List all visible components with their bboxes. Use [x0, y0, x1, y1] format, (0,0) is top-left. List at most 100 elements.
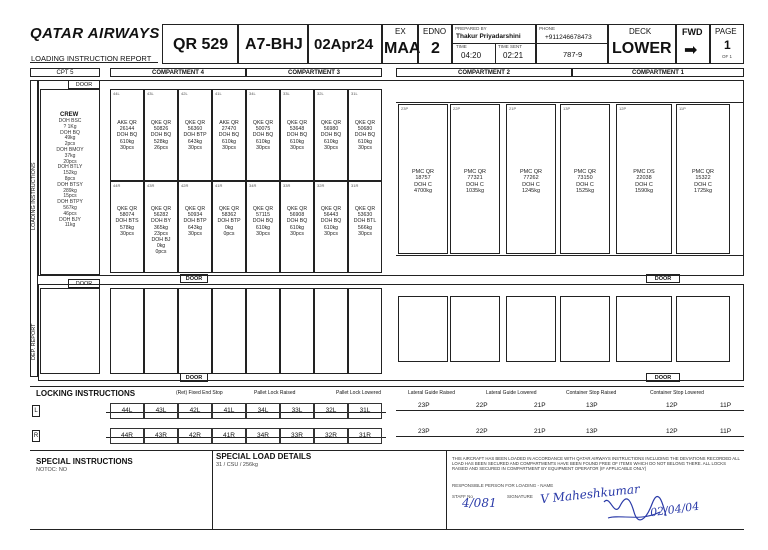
pallet-lock-label: 11P: [720, 402, 732, 409]
uld-line: 26144: [119, 126, 135, 133]
pallet-line: 15322: [695, 175, 711, 182]
pallet-line: 1035kg: [465, 188, 485, 195]
uld-line: DOH BTS: [115, 218, 139, 225]
uld-line: 56360: [187, 126, 203, 133]
uld-position: 41L: [215, 91, 222, 96]
uld-line: DOH BQ: [320, 132, 342, 139]
report-pallet-cell: [506, 296, 556, 362]
lock-cell: 32R: [314, 428, 348, 444]
uld-position: 42L: [181, 91, 188, 96]
report-uld-cell: [144, 288, 178, 374]
responsible-label: RESPONSIBLE PERSON FOR LOADING - NAME: [452, 483, 554, 488]
uld-line: DOH BQ: [354, 132, 376, 139]
bulk-line: 49kg: [64, 135, 76, 142]
uld-position: 44L: [113, 91, 120, 96]
pallet-lock-label: 23P: [418, 402, 430, 409]
locking-title: LOCKING INSTRUCTIONS: [36, 389, 136, 398]
uld-line: 528kg: [153, 138, 169, 145]
uld-line: 26pcs: [154, 144, 168, 151]
pallet-line: PMC QR: [464, 169, 486, 175]
uld-line: 610kg: [119, 138, 135, 145]
cpt4-label: COMPARTMENT 4: [152, 70, 204, 76]
pallet-lock-label: 12P: [666, 428, 678, 435]
pallet-line: 1725kg: [693, 188, 713, 195]
pallet-lock-label: 12P: [666, 402, 678, 409]
pallet-line: DOH C: [635, 181, 653, 188]
cpt4-door-loading: DOOR: [180, 274, 208, 283]
uld-line: DOH BQ: [252, 132, 274, 139]
phone-cell: PHONE +911246678473 787-9: [536, 24, 608, 64]
uld-line: 53630: [357, 212, 373, 219]
uld-line: QKE QR: [286, 120, 308, 126]
lock-cell: 42L: [178, 403, 212, 419]
pallet-line: 77262: [523, 175, 539, 182]
bulk-line: 20pcs: [63, 158, 77, 165]
bulk-line: DOH BTLY: [57, 164, 83, 171]
uld-position: 31R: [351, 183, 359, 188]
page-label: PAGE: [715, 27, 737, 36]
side-label-loading: LOADING INSTRUCTIONS: [31, 162, 37, 230]
pallet-line: DOH C: [576, 181, 594, 188]
lock-cell: 44L: [110, 403, 144, 419]
uld-line: 30pcs: [188, 144, 202, 151]
pallet-line: DOH C: [694, 181, 712, 188]
uld-position: 34R: [249, 183, 257, 188]
cpt1-label: COMPARTMENT 1: [632, 70, 684, 76]
uld-line: DOH BQ: [116, 132, 138, 139]
cpt5-crew-label: CREW: [60, 112, 79, 118]
uld-line: 578kg: [119, 224, 135, 231]
uld-position: 44R: [113, 183, 121, 188]
cpt3-label: COMPARTMENT 3: [288, 70, 340, 76]
lock-cell: 43L: [144, 403, 178, 419]
deck-cell: DECK LOWER: [608, 24, 676, 64]
uld-line: DOH BJ: [151, 237, 171, 244]
uld-line: 57115: [255, 212, 271, 219]
cpt5-door-top: DOOR: [68, 80, 100, 89]
uld-line: DOH BQ: [218, 132, 240, 139]
pallet-lock-label: 23P: [418, 428, 430, 435]
report-area: [38, 284, 744, 381]
pallet-position: 12P: [619, 106, 627, 111]
uld-line: 23pcs: [154, 230, 168, 237]
pallet-lock-label: 21P: [534, 402, 546, 409]
uld-line: 30pcs: [358, 144, 372, 151]
report-pallet-cell: [616, 296, 672, 362]
pallet-line: DOH C: [414, 181, 432, 188]
uld-line: 50934: [187, 212, 203, 219]
uld-position: 32L: [317, 91, 324, 96]
uld-line: 0kg: [224, 224, 234, 231]
pallet-line: PMC QR: [574, 169, 596, 175]
pallet-line: DOH C: [466, 181, 484, 188]
date-cell: 02Apr24: [308, 24, 382, 64]
page-cell: PAGE 1 OF 1: [710, 24, 744, 64]
uld-line: 30pcs: [290, 144, 304, 151]
uld-line: DOH BTP: [217, 218, 241, 225]
cpt2-header: COMPARTMENT 2: [396, 68, 572, 77]
cpt4-door-report-label: DOOR: [185, 375, 203, 381]
locking-section: [30, 386, 744, 448]
bulk-line: DOH BTSY: [57, 181, 83, 188]
phone-label: PHONE: [539, 26, 556, 31]
uld-line: DOH BQ: [286, 218, 308, 225]
phone-divider: [537, 43, 607, 44]
uld-line: 27470: [221, 126, 237, 133]
flight-date: 02Apr24: [314, 36, 374, 53]
lock-cell: 31L: [348, 403, 382, 419]
cpt4-door-report: DOOR: [180, 373, 208, 382]
bulk-line: 152kg: [63, 170, 77, 177]
uld-line: QKE QR: [286, 206, 308, 212]
pallet-line: 77321: [467, 175, 483, 182]
uld-line: 643kg: [187, 138, 203, 145]
pallet-lock-label: 22P: [476, 428, 488, 435]
pallet-line: PMC QR: [692, 169, 714, 175]
uld-line: 610kg: [357, 138, 373, 145]
